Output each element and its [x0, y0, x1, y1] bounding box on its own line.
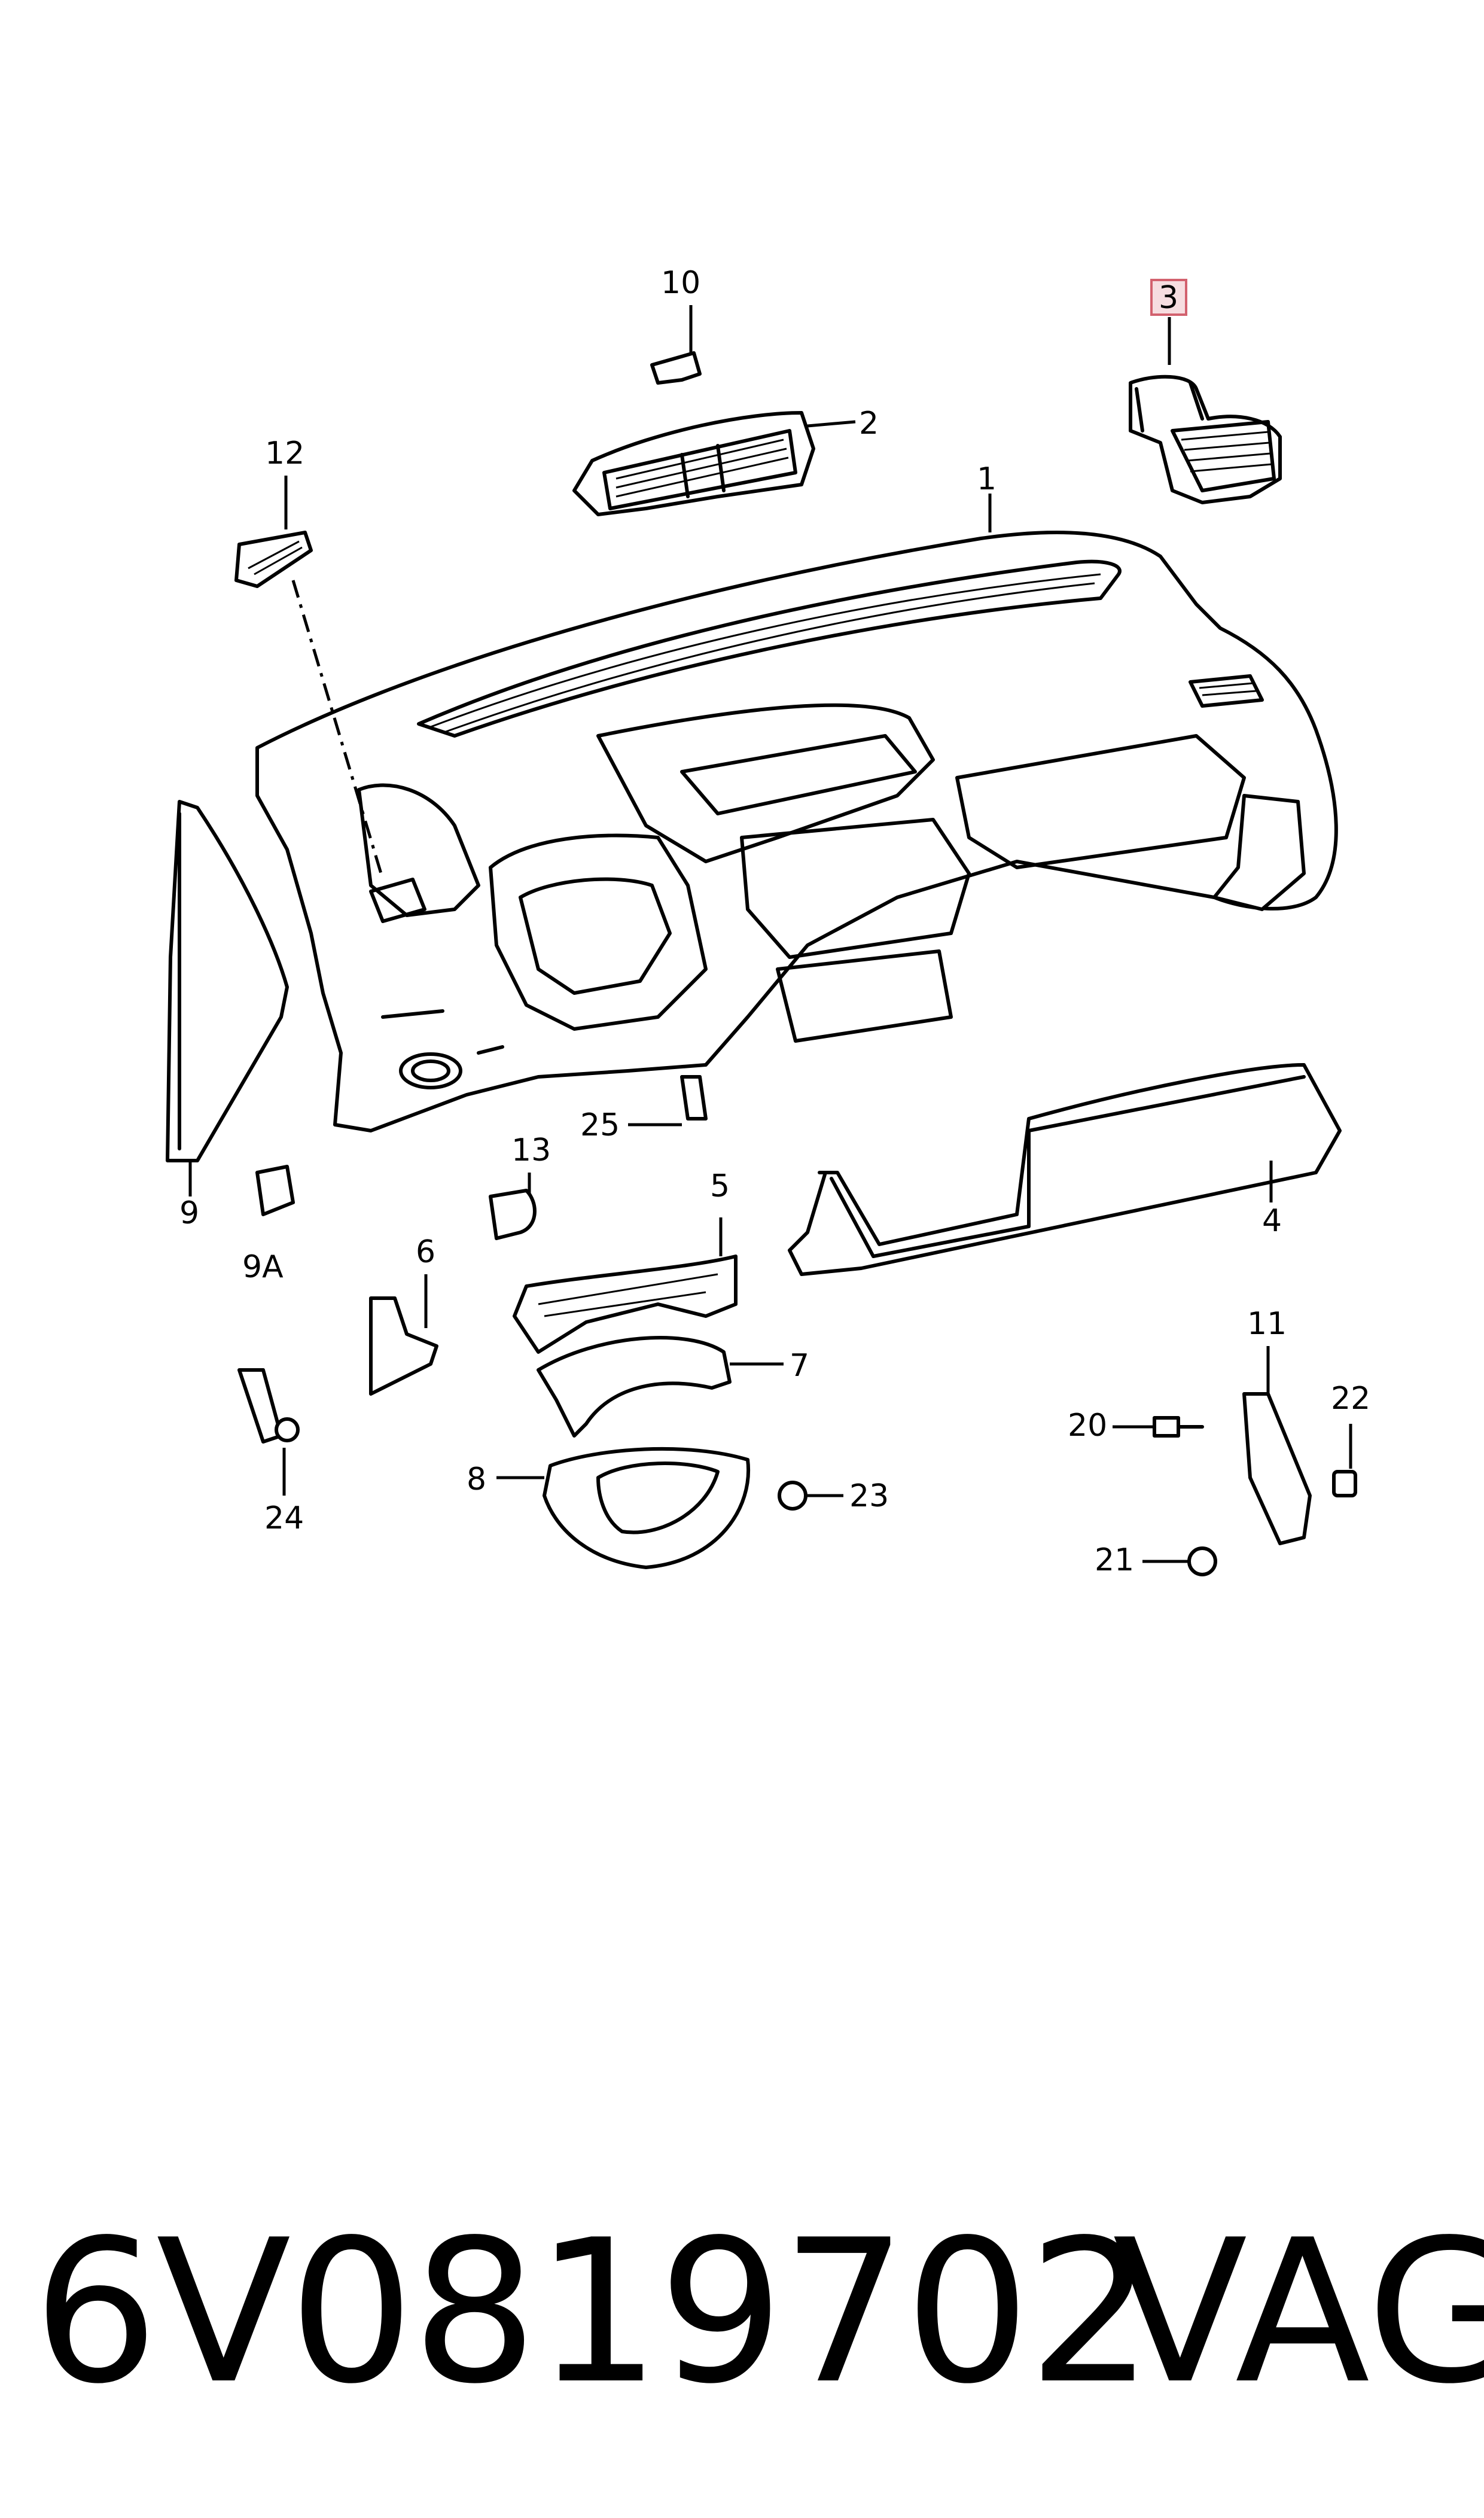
- callout-10: 10: [661, 265, 700, 301]
- callout-5: 5: [710, 1168, 730, 1204]
- part-1-dashboard[interactable]: [255, 531, 1338, 1132]
- callout-13: 13: [511, 1132, 551, 1168]
- part-10-cap[interactable]: [650, 351, 702, 385]
- callout-7: 7: [790, 1348, 809, 1384]
- part-6-small-trim[interactable]: [369, 1296, 438, 1396]
- callout-24: 24: [264, 1500, 304, 1536]
- callout-6: 6: [416, 1234, 435, 1270]
- part-9A-clip[interactable]: [255, 1165, 295, 1216]
- fastener-22-clip[interactable]: [1332, 1470, 1357, 1497]
- part-12-small-vent[interactable]: [234, 531, 313, 588]
- callout-22: 22: [1331, 1381, 1370, 1417]
- part-5-column-cover[interactable]: [513, 1255, 738, 1354]
- fastener-24-bolt[interactable]: [237, 1368, 300, 1444]
- part-9-side-panel[interactable]: [166, 800, 289, 1162]
- callout-23: 23: [849, 1478, 889, 1514]
- part-3-side-vent[interactable]: [1129, 374, 1282, 504]
- brand-name: VAG: [1113, 2197, 1484, 2427]
- part-11-bracket[interactable]: [1242, 1392, 1312, 1545]
- part-8-lower-shroud[interactable]: [543, 1447, 751, 1569]
- callout-11: 11: [1247, 1306, 1287, 1342]
- callout-21: 21: [1095, 1542, 1134, 1578]
- fastener-21-nut[interactable]: [1187, 1546, 1217, 1576]
- callout-3[interactable]: 3: [1159, 280, 1178, 316]
- callout-9A: 9A: [242, 1249, 284, 1285]
- part-13-cap[interactable]: [489, 1189, 537, 1240]
- part-7-column-shroud[interactable]: [537, 1336, 732, 1438]
- callout-20: 20: [1068, 1408, 1107, 1444]
- part-4-trim-strip[interactable]: [788, 1063, 1342, 1276]
- fastener-23-nut[interactable]: [778, 1481, 807, 1511]
- callout-3-highlight: [1150, 279, 1187, 316]
- part-2-center-vent[interactable]: [572, 411, 815, 516]
- part-number: 6V0819702: [33, 2197, 1153, 2427]
- callout-2: 2: [859, 406, 879, 442]
- callout-8: 8: [467, 1462, 486, 1497]
- callout-25: 25: [580, 1107, 620, 1143]
- fastener-20-bolt[interactable]: [1153, 1416, 1204, 1438]
- callout-12: 12: [265, 436, 304, 471]
- callout-4: 4: [1262, 1203, 1282, 1239]
- callout-1: 1: [977, 461, 997, 497]
- fastener-25-screw[interactable]: [680, 1075, 708, 1121]
- leader-lines: [188, 305, 1352, 1563]
- callout-9: 9: [179, 1195, 199, 1231]
